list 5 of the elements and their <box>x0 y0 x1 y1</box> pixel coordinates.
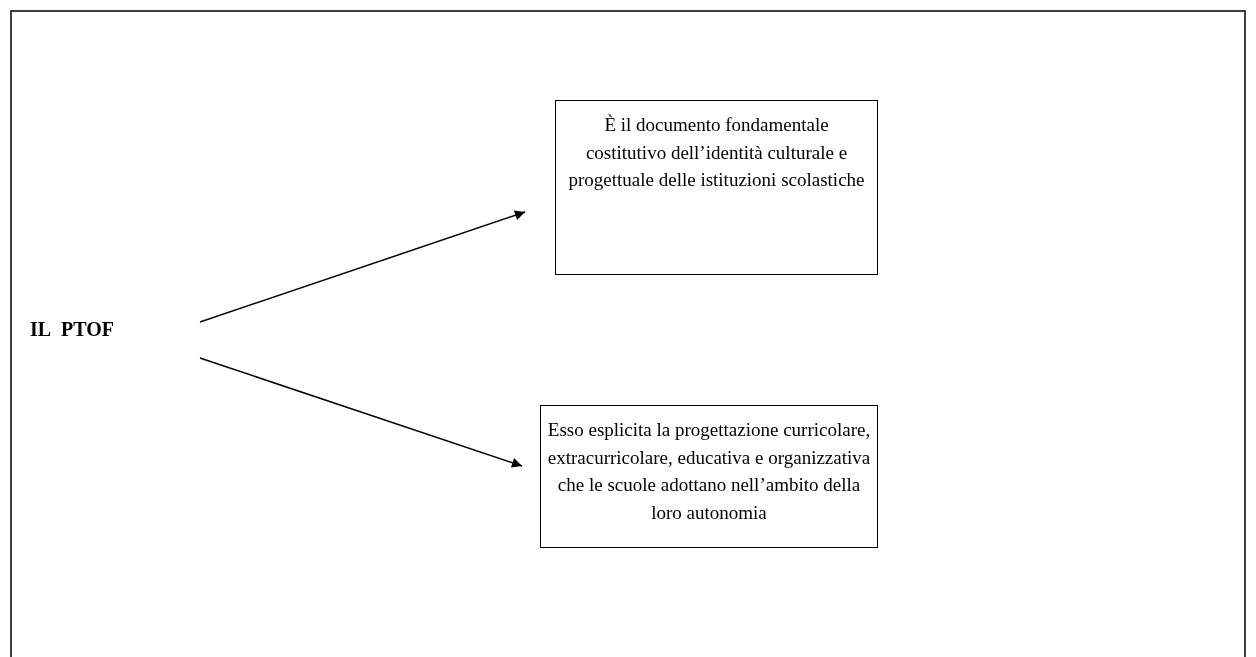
title-label: IL PTOF <box>30 312 160 346</box>
arrow <box>199 210 526 323</box>
text-box: È il documento fondamentale costitutivo dell’identità culturale e progettuale delle istituzioni scolastiche <box>555 100 878 275</box>
arrow <box>199 357 523 468</box>
text-box: Esso esplicita la progettazione curricolare, extracurricolare, educativa e organizzativa che le scuole adottano nell’ambito della loro autonomia <box>540 405 878 548</box>
